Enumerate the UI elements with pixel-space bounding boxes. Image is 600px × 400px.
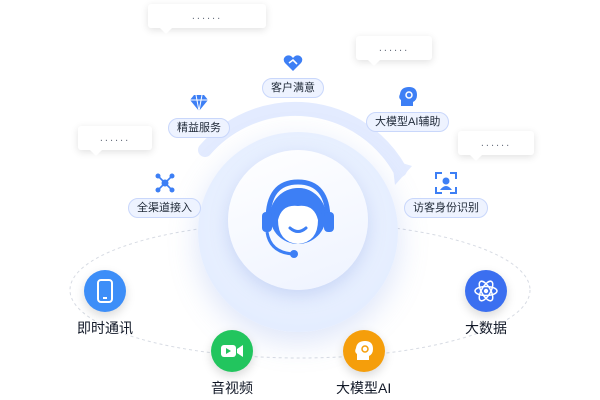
channel-audio-video: 音视频	[211, 330, 253, 398]
face-scan-icon	[435, 172, 457, 194]
speech-bubble: ......	[78, 126, 152, 156]
channel-label: 即时通讯	[77, 320, 133, 336]
bubble-text: ......	[191, 10, 223, 22]
bubble-text: ......	[99, 132, 131, 144]
feature-label: 全渠道接入	[128, 198, 201, 218]
feature-label: 访客身份识别	[404, 198, 488, 218]
diamond-icon	[188, 92, 210, 114]
speech-bubble: ......	[148, 4, 266, 34]
feature-lean-service: 精益服务	[168, 92, 230, 138]
network-nodes-icon	[154, 172, 176, 194]
speech-bubble: ......	[458, 131, 534, 161]
phone-icon	[84, 270, 126, 312]
feature-label: 精益服务	[168, 118, 230, 138]
ai-head-icon	[342, 330, 385, 372]
channel-label: 音视频	[211, 380, 253, 396]
heart-handshake-icon	[282, 52, 304, 74]
channel-big-data: 大数据	[465, 270, 507, 338]
channel-instant-messaging: 即时通讯	[77, 270, 133, 338]
feature-omnichannel-access: 全渠道接入	[128, 172, 201, 218]
channel-llm-ai: 大模型AI	[336, 330, 391, 398]
feature-visitor-identification: 访客身份识别	[404, 172, 488, 218]
feature-llm-ai-assist: 大模型AI辅助	[366, 86, 450, 132]
bubble-text: ......	[480, 137, 512, 149]
video-camera-icon	[211, 330, 253, 372]
customer-service-headset-icon	[248, 168, 348, 268]
channel-label: 大数据	[465, 320, 507, 336]
bubble-text: ......	[378, 42, 410, 54]
feature-label: 大模型AI辅助	[366, 112, 450, 132]
atom-icon	[465, 270, 507, 312]
feature-label: 客户满意	[262, 78, 324, 98]
channel-label: 大模型AI	[336, 380, 392, 396]
feature-customer-satisfaction: 客户满意	[262, 52, 324, 98]
speech-bubble: ......	[356, 36, 432, 66]
ai-head-icon	[397, 86, 419, 108]
